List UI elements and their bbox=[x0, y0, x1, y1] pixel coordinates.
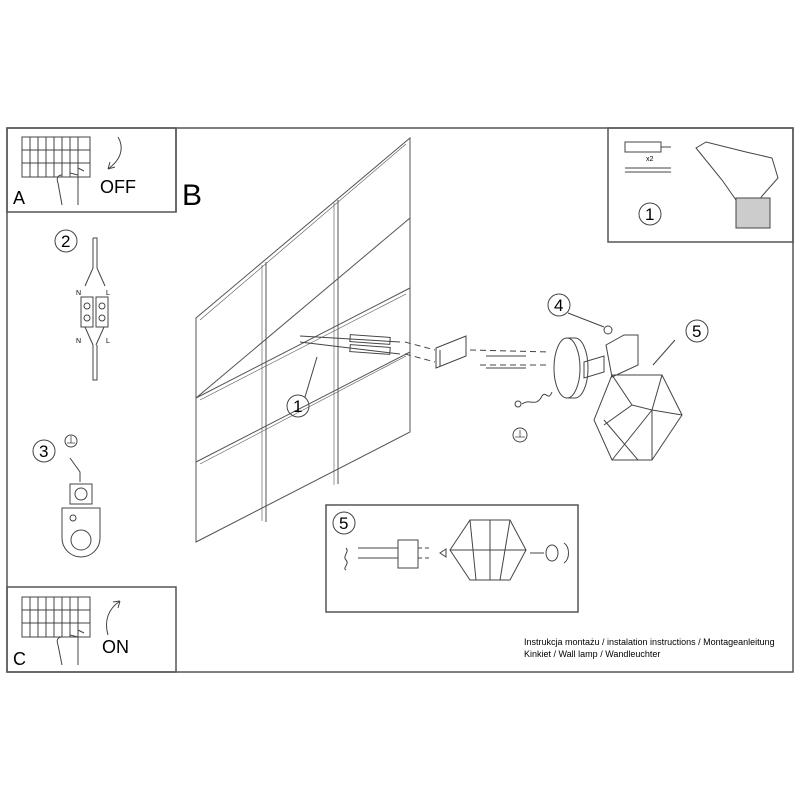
mounting-bracket bbox=[435, 335, 467, 369]
ground-wire bbox=[69, 457, 81, 482]
step-2-circle bbox=[54, 229, 78, 253]
inset-box bbox=[325, 504, 579, 613]
wire-live-top: L bbox=[106, 290, 110, 297]
panel-a-action: OFF bbox=[100, 177, 136, 197]
ground-screw-icon bbox=[514, 400, 522, 408]
lamp-cage-shade bbox=[593, 334, 683, 461]
step-5-circle bbox=[685, 319, 709, 343]
step-1-wall-circle bbox=[286, 394, 310, 418]
panel-c-box bbox=[6, 586, 177, 673]
tools-box bbox=[607, 127, 794, 243]
caption-line-2: Kinkiet / Wall lamp / Wandleuchter bbox=[524, 649, 661, 659]
rotate-down-arrow-icon bbox=[107, 136, 122, 170]
hand-icon bbox=[56, 612, 85, 666]
leader-line bbox=[304, 356, 318, 398]
step-1-tools-circle bbox=[638, 202, 662, 226]
inset-assembly bbox=[344, 519, 569, 581]
breaker-panel-icon bbox=[21, 596, 91, 638]
caption-line-1: Instrukcja montażu / instalation instruc… bbox=[524, 637, 775, 647]
ground-symbol-icon bbox=[512, 427, 528, 443]
step-2-label: 2 bbox=[61, 232, 71, 251]
wall-plugs bbox=[299, 334, 401, 355]
wire-neutral-top: N bbox=[76, 290, 82, 297]
panel-a-letter: A bbox=[13, 188, 26, 208]
outer-frame bbox=[6, 127, 794, 673]
tools-quantity: x2 bbox=[646, 156, 654, 163]
bracket-screws bbox=[486, 355, 526, 369]
panel-c-letter: C bbox=[13, 649, 26, 669]
ground-wire bbox=[521, 391, 553, 405]
drill-icon bbox=[695, 141, 779, 229]
wall-plug-screw-kit-icon bbox=[624, 141, 671, 173]
step-3-label: 3 bbox=[39, 442, 49, 461]
rotate-up-arrow-icon bbox=[106, 600, 121, 636]
step-5-inset-label: 5 bbox=[339, 514, 349, 533]
step-1-tools-label: 1 bbox=[645, 205, 655, 224]
panel-b-letter: B bbox=[182, 179, 203, 212]
panel-c-action: ON bbox=[102, 637, 129, 657]
panel-a-box bbox=[6, 127, 177, 213]
step-3-circle bbox=[32, 439, 56, 463]
lamp-canopy bbox=[553, 337, 605, 399]
step-4-label: 4 bbox=[554, 296, 564, 315]
hand-icon bbox=[56, 150, 85, 206]
wall-tiles bbox=[195, 136, 411, 543]
ground-symbol-icon bbox=[64, 434, 78, 448]
leader-line bbox=[567, 312, 676, 366]
step-4-circle bbox=[547, 293, 571, 317]
screw-cap-icon bbox=[603, 325, 613, 335]
step-5-label: 5 bbox=[692, 322, 702, 341]
alignment-dashes bbox=[404, 341, 551, 366]
wire-live-bottom: L bbox=[106, 338, 110, 345]
ground-terminal-icon bbox=[61, 483, 101, 558]
breaker-panel-icon bbox=[21, 136, 91, 178]
terminal-block-icon bbox=[80, 237, 109, 381]
step-1-wall-label: 1 bbox=[293, 397, 303, 416]
wire-neutral-bottom: N bbox=[76, 338, 82, 345]
step-5-inset-circle bbox=[332, 511, 356, 535]
